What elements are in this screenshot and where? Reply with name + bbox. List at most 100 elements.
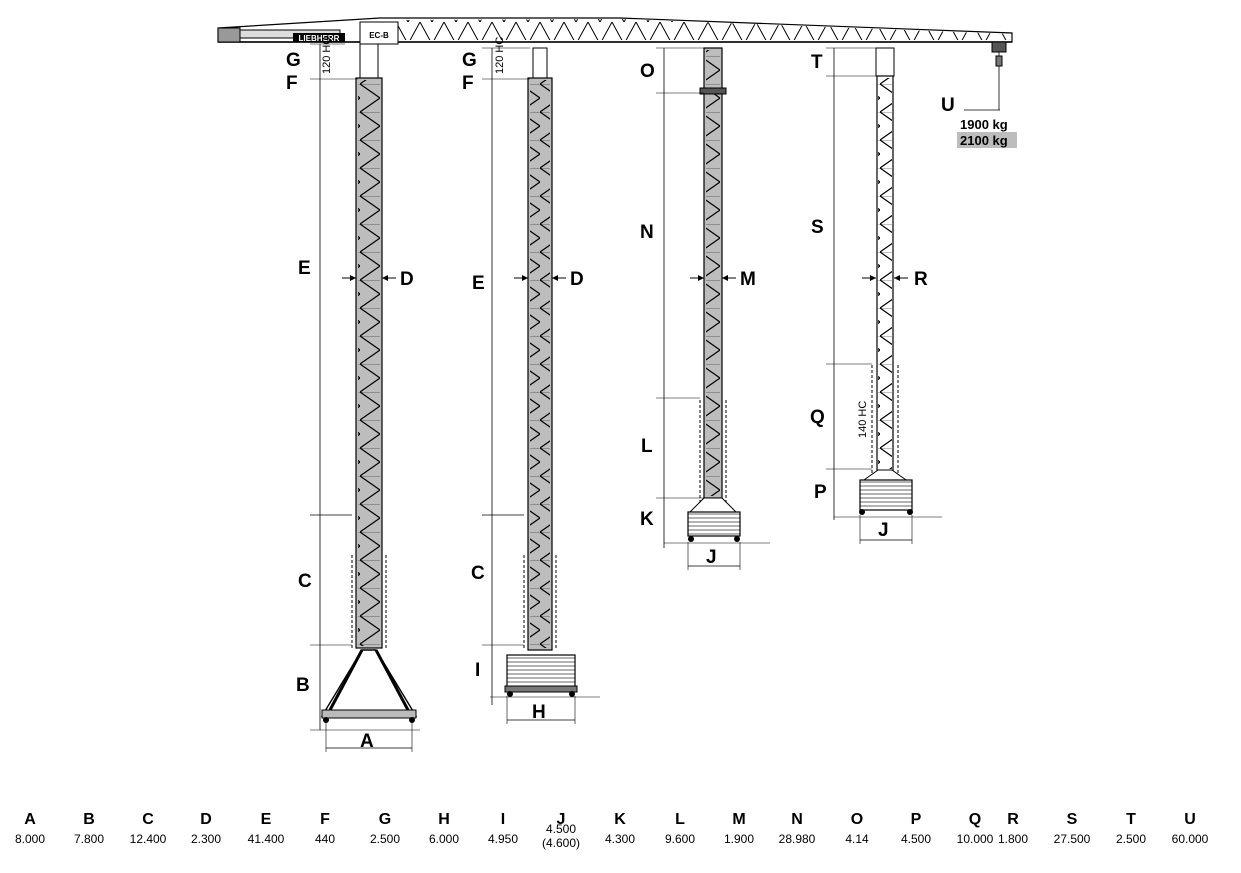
ballast-4 <box>859 479 913 511</box>
load-2: 2100 kg <box>960 133 1008 148</box>
legend-value: 60.000 <box>1171 832 1209 846</box>
legend-value: 2.500 <box>1115 832 1147 846</box>
label-j-3: J <box>706 547 717 568</box>
ballast-2 <box>506 654 576 690</box>
brand-plate <box>293 33 345 42</box>
crane-diagram: LIEBHERR EC-B 120 HC G F E D <box>217 17 1017 752</box>
label-t: T <box>811 52 823 73</box>
legend-col-n: N 28.980 <box>767 808 827 846</box>
label-n: N <box>640 222 654 243</box>
crane-2: 120 HC G F E D C I H <box>462 37 600 724</box>
hc-120-label: 120 HC <box>321 37 333 74</box>
label-f-1: F <box>286 73 298 94</box>
label-m: M <box>740 269 756 290</box>
legend-value: 1.900 <box>723 832 755 846</box>
brand-text: LIEBHERR <box>299 34 340 43</box>
legend-col-h: H 6.000 <box>414 808 474 846</box>
legend-key: D <box>200 811 212 828</box>
legend-key: N <box>791 811 803 828</box>
legend-value: 4.14 <box>845 832 869 846</box>
label-i: I <box>475 660 480 681</box>
legend-key: M <box>732 811 746 828</box>
trolley <box>991 41 1007 53</box>
legend-key: T <box>1126 811 1136 828</box>
cross-base <box>320 649 418 717</box>
hc-120-label-2: 120 HC <box>494 37 506 74</box>
legend-value: 1.800 <box>997 832 1029 846</box>
legend-key: L <box>675 811 685 828</box>
legend-key: K <box>614 811 626 828</box>
crane-1: 120 HC G F E D C B A <box>286 37 420 752</box>
legend-key: I <box>500 811 506 828</box>
legend-value: 4.300 <box>604 832 636 846</box>
legend-col-l: L 9.600 <box>650 808 710 846</box>
legend-value: 6.000 <box>428 832 460 846</box>
label-d-1: D <box>400 269 414 290</box>
label-l: L <box>641 436 653 457</box>
label-e-2: E <box>472 273 485 294</box>
legend-value: 27.500 <box>1053 832 1091 846</box>
load-2-highlight <box>957 132 1017 148</box>
legend-value: 4.950 <box>487 832 519 846</box>
legend-key: Q <box>968 811 982 828</box>
label-u: U <box>941 95 955 116</box>
legend-col-o: O 4.14 <box>827 808 887 846</box>
legend-col-k: K 4.300 <box>590 808 650 846</box>
legend-value: 9.600 <box>664 832 696 846</box>
hook-load: U 1900 kg 2100 kg <box>941 95 1017 148</box>
cab <box>359 21 399 45</box>
label-r: R <box>914 269 928 290</box>
label-a: A <box>360 731 374 752</box>
legend-key: B <box>83 811 95 828</box>
legend-value: 10.000 <box>956 832 994 846</box>
legend-col-d: D 2.300 <box>176 808 236 846</box>
legend-value: 7.800 <box>73 832 105 846</box>
label-b: B <box>296 675 310 696</box>
legend-value: 440 <box>314 832 336 846</box>
label-p: P <box>814 482 827 503</box>
legend-col-b: B 7.800 <box>59 808 119 846</box>
legend-value: 2.300 <box>190 832 222 846</box>
hook <box>995 55 1003 67</box>
legend-key: J <box>556 811 566 828</box>
legend-col-r: R 1.800 <box>983 808 1043 846</box>
label-q: Q <box>810 407 825 428</box>
label-s: S <box>811 217 824 238</box>
legend-key: A <box>24 811 36 828</box>
legend-value: 2.500 <box>369 832 401 846</box>
cab-text: EC-B <box>369 31 389 40</box>
legend-col-a: A 8.000 <box>0 808 60 846</box>
legend-value: 28.980 <box>778 832 816 846</box>
legend-value: 8.000 <box>14 832 46 846</box>
label-e-1: E <box>298 258 311 279</box>
legend-col-u: U 60.000 <box>1160 808 1220 846</box>
label-c-1: C <box>298 571 312 592</box>
legend-key: R <box>1007 811 1019 828</box>
label-h: H <box>532 702 546 723</box>
legend-col-i: I 4.950 <box>473 808 533 846</box>
legend-key: U <box>1184 811 1196 828</box>
legend-col-t: T 2.500 <box>1101 808 1161 846</box>
load-1: 1900 kg <box>960 117 1008 132</box>
legend-key: C <box>142 811 154 828</box>
legend-key: E <box>260 811 272 828</box>
label-g-2: G <box>462 50 477 71</box>
counterweight <box>217 27 241 43</box>
crane-3: O N M L K J <box>640 47 770 570</box>
legend-key: S <box>1066 811 1078 828</box>
crane-4: 140 HC T S R Q P J <box>810 47 942 544</box>
legend-key: O <box>850 811 864 828</box>
label-d-2: D <box>570 269 584 290</box>
legend-value: 4.500 (4.600) <box>541 822 581 850</box>
legend-col-m: M 1.900 <box>709 808 769 846</box>
legend-key: H <box>438 811 450 828</box>
ballast-3 <box>687 511 741 537</box>
legend-col-q: Q 10.000 <box>945 808 1005 846</box>
label-f-2: F <box>462 73 474 94</box>
